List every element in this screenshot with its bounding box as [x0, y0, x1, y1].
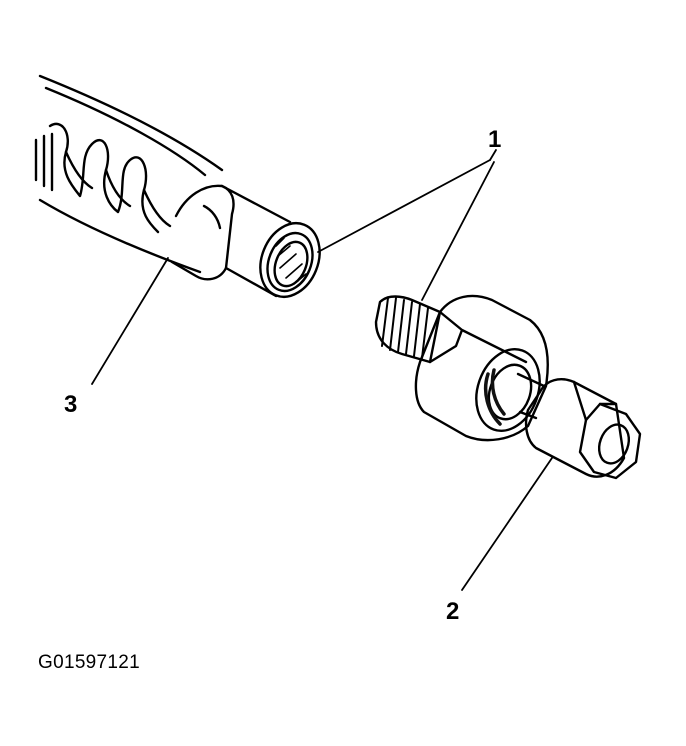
figure-id: G01597121: [38, 652, 141, 673]
hex-face-edge: [428, 310, 528, 364]
jam-nut-chamfer: [572, 380, 618, 422]
rack-boot-assembly: [34, 74, 321, 298]
jam-nut-hex-face: [578, 402, 642, 480]
boot-collar: [170, 184, 235, 281]
hex-body: [414, 294, 549, 442]
boot-collar-notch: [202, 204, 222, 230]
boot-bellows-shadow: [64, 150, 172, 228]
ball-socket-shading: [483, 368, 506, 426]
stud-threads: [381, 297, 429, 359]
housing-top-edge: [38, 74, 224, 172]
leader-2: [461, 457, 553, 591]
housing-top-edge-inner: [44, 86, 207, 177]
boot-lower-edge: [38, 198, 202, 274]
callout-1: 1: [488, 126, 502, 153]
callout-3: 3: [64, 391, 78, 418]
leader-1-to-stud: [421, 161, 495, 301]
socket-opening: [259, 222, 321, 298]
socket-thread-2: [273, 240, 309, 288]
ball-socket-face: [475, 348, 541, 432]
leader-lines: [91, 149, 553, 591]
tie-rod-end-assembly: [374, 294, 642, 480]
callout-2: 2: [446, 598, 460, 625]
leader-1-stem: [489, 149, 497, 161]
boot-cut-end: [34, 132, 54, 192]
socket-thread-1: [266, 231, 314, 293]
leader-3: [91, 257, 169, 385]
socket-thread-hatching: [275, 237, 307, 285]
jam-nut-bore: [597, 423, 631, 465]
leader-1-to-socket: [317, 159, 491, 253]
